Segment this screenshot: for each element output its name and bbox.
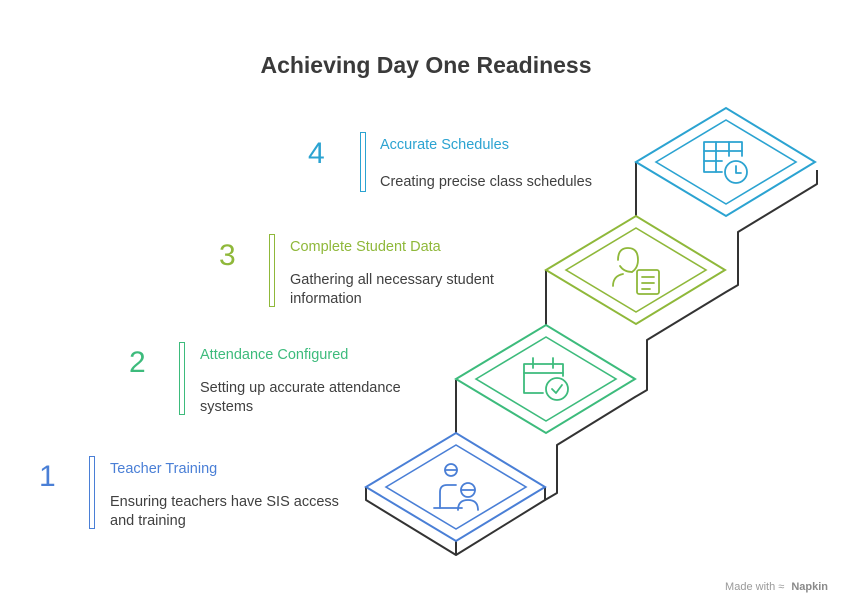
step-1-label: Teacher Training	[110, 461, 218, 477]
step-3-label: Complete Student Data	[290, 239, 441, 255]
step-3-platform	[544, 214, 727, 326]
page-title: Achieving Day One Readiness	[260, 52, 592, 78]
step-4-bar	[360, 132, 366, 192]
step-2-bar	[179, 342, 185, 415]
step-1-platform	[364, 431, 547, 543]
napkin-logo-icon: ≈	[778, 581, 785, 593]
step-2-label: Attendance Configured	[200, 347, 349, 363]
student-document-icon	[612, 247, 660, 295]
staircase-outline	[365, 162, 818, 556]
step-3-number: 3	[219, 239, 236, 272]
step-4-platform	[634, 106, 817, 218]
footer-brand: Napkin	[791, 581, 828, 593]
teacher-icon	[433, 463, 479, 511]
step-2-description: Setting up accurate attendance systems	[200, 380, 401, 415]
schedule-clock-icon	[703, 141, 748, 184]
footer-credit: Made with ≈ Napkin	[725, 581, 828, 593]
step-4-label: Accurate Schedules	[380, 137, 509, 153]
calendar-check-icon	[523, 357, 569, 401]
step-4-number: 4	[308, 137, 325, 170]
step-3-description: Gathering all necessary student informat…	[290, 272, 494, 307]
step-2-number: 2	[129, 346, 146, 379]
step-1-description: Ensuring teachers have SIS access and tr…	[110, 494, 339, 529]
step-4-description: Creating precise class schedules	[380, 174, 592, 190]
step-3-bar	[269, 234, 275, 307]
step-1-bar	[89, 456, 95, 529]
footer-made-with: Made with	[725, 581, 776, 593]
step-1-number: 1	[39, 460, 56, 493]
step-2-platform	[454, 323, 637, 435]
